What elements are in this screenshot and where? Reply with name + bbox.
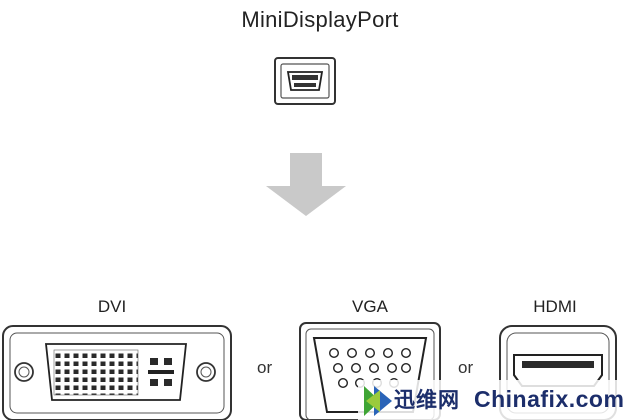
dvi-connector-icon <box>2 325 232 420</box>
label-dvi: DVI <box>97 297 127 316</box>
separator-or-2: or <box>458 358 474 377</box>
label-vga: VGA <box>352 297 388 316</box>
separator-or-1: or <box>257 358 273 377</box>
watermark-cn-text: 迅维网 <box>394 388 460 412</box>
watermark-en-text: Chinafix.com <box>474 385 625 412</box>
chinafix-logo-icon <box>358 380 640 420</box>
minidisplayport-connector-icon <box>274 57 336 105</box>
down-arrow-icon <box>266 153 346 216</box>
watermark: 迅维网 Chinafix.com <box>358 378 640 420</box>
title-minidisplayport: MiniDisplayPort <box>241 7 399 32</box>
label-hdmi: HDMI <box>533 297 577 316</box>
